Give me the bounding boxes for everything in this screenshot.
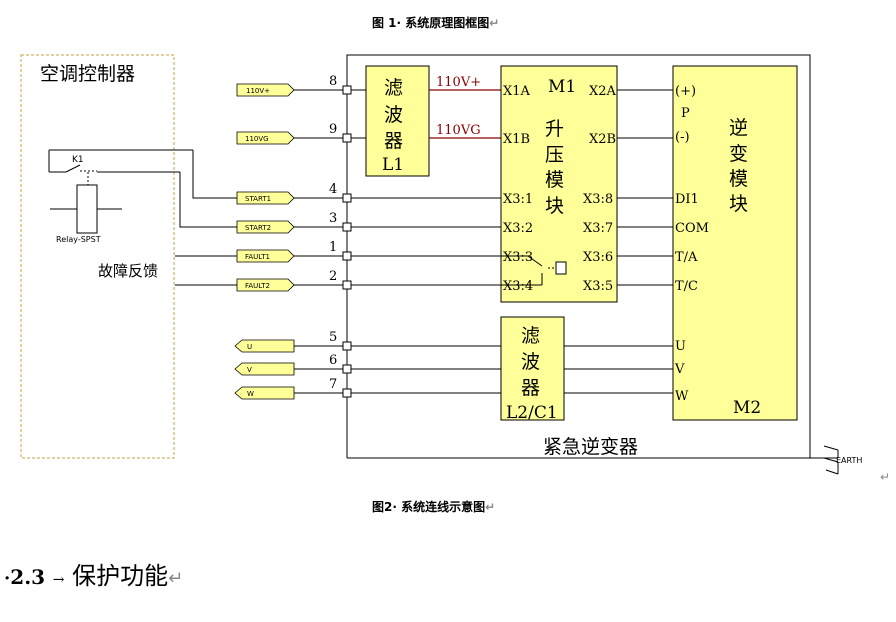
svg-text:110V+: 110V+: [246, 87, 270, 95]
pin-number-2: 2: [329, 269, 337, 284]
earth-icon: [823, 445, 839, 475]
svg-text:L1: L1: [382, 155, 404, 175]
connector-u: U: [234, 339, 295, 353]
svg-text:X2B: X2B: [589, 132, 616, 147]
svg-text:器: 器: [521, 377, 540, 399]
paragraph-mark-right: ↵: [880, 470, 891, 484]
svg-text:W: W: [675, 389, 689, 404]
svg-text:X3:3: X3:3: [503, 250, 533, 265]
svg-text:压: 压: [545, 144, 564, 166]
svg-text:X3:7: X3:7: [583, 221, 613, 236]
svg-text:V: V: [674, 362, 685, 377]
figure-2-caption-text: 图2· 系统连线示意图: [372, 500, 486, 514]
svg-text:P: P: [681, 106, 690, 121]
controller-box: [20, 54, 175, 459]
connector-v: V: [234, 362, 295, 376]
svg-text:滤: 滤: [521, 325, 540, 347]
svg-text:X1A: X1A: [503, 84, 531, 99]
pin-number-4: 4: [329, 182, 337, 197]
svg-text:滤: 滤: [384, 77, 403, 99]
section-heading: ·2.3 → 保护功能↵: [4, 556, 183, 591]
svg-text:逆: 逆: [729, 117, 748, 139]
pin-number-8: 8: [329, 74, 337, 89]
paragraph-mark: ↵: [485, 500, 496, 514]
heading-bullet: ·: [4, 568, 11, 589]
earth-label: EARTH: [836, 456, 862, 465]
relay-ref: K1: [72, 155, 84, 165]
svg-text:(-): (-): [675, 130, 690, 145]
svg-text:X3:8: X3:8: [583, 192, 613, 207]
svg-text:L2/C1: L2/C1: [506, 403, 558, 423]
pin-number-1: 1: [329, 240, 337, 255]
pin-number-5: 5: [329, 330, 337, 345]
connector-start1: START1: [236, 191, 295, 205]
figure-2-caption: 图2· 系统连线示意图↵: [372, 498, 495, 515]
svg-text:X2A: X2A: [589, 84, 617, 99]
svg-text:(+): (+): [675, 84, 696, 99]
relay-symbol: [48, 149, 193, 234]
paragraph-mark: ↵: [168, 568, 184, 589]
svg-text:START2: START2: [245, 224, 271, 232]
svg-text:START1: START1: [245, 195, 271, 203]
svg-text:X1B: X1B: [503, 132, 530, 147]
l1-output-plus-label: 110V+: [436, 75, 481, 90]
svg-text:X3:2: X3:2: [503, 221, 533, 236]
svg-text:U: U: [675, 339, 686, 354]
pin-number-7: 7: [329, 377, 337, 392]
svg-text:DI1: DI1: [675, 192, 699, 207]
connector-fault2: FAULT2: [236, 278, 295, 292]
figure-1-caption-text: 图 1· 系统原理图框图: [372, 16, 490, 30]
svg-text:变: 变: [729, 143, 748, 165]
pin-number-9: 9: [329, 122, 337, 137]
pin-number-3: 3: [329, 211, 337, 226]
filter-l2c1-block: [500, 316, 565, 421]
svg-text:W: W: [247, 390, 254, 398]
paragraph-mark: ↵: [489, 16, 500, 30]
section-title: 保护功能: [72, 562, 169, 590]
svg-text:模: 模: [545, 169, 564, 191]
connector-start2: START2: [236, 220, 295, 234]
relay-type: Relay-SPST: [56, 235, 101, 244]
svg-text:V: V: [247, 366, 252, 374]
svg-text:110VG: 110VG: [245, 135, 269, 143]
svg-text:模: 模: [729, 168, 748, 190]
connector-110vg: 110VG: [236, 131, 295, 145]
fault-feedback-label: 故障反馈: [98, 262, 158, 280]
svg-text:X3:6: X3:6: [583, 250, 613, 265]
figure-1-caption: 图 1· 系统原理图框图↵: [372, 14, 499, 31]
l1-output-g-label: 110VG: [436, 123, 481, 138]
terminal-blocks: [342, 85, 352, 398]
wiring-diagram: 空调控制器 K1 Relay-SPST 故障反馈 110V+ 110VG STA…: [20, 54, 862, 475]
section-number: 2.3: [10, 565, 46, 589]
filter-l1-block: [365, 65, 430, 177]
connector-w: W: [234, 386, 295, 400]
enclosure-title: 紧急逆变器: [543, 436, 638, 458]
svg-text:COM: COM: [675, 221, 709, 236]
heading-arrow: →: [52, 572, 65, 588]
svg-text:波: 波: [521, 351, 540, 373]
pin-number-6: 6: [329, 353, 337, 368]
m1-fault-relay-contact: [501, 255, 567, 286]
svg-text:T/A: T/A: [675, 250, 698, 265]
svg-text:FAULT2: FAULT2: [245, 282, 270, 290]
svg-text:U: U: [247, 343, 252, 351]
svg-text:X3:5: X3:5: [583, 279, 613, 294]
svg-text:X3:1: X3:1: [503, 192, 533, 207]
svg-text:波: 波: [384, 104, 403, 126]
inverter-module-m2: [672, 65, 798, 421]
svg-text:M1: M1: [548, 77, 576, 97]
connector-110v-plus: 110V+: [236, 83, 295, 97]
svg-text:M2: M2: [733, 398, 761, 418]
svg-text:块: 块: [729, 193, 748, 215]
svg-text:T/C: T/C: [675, 279, 698, 294]
connector-fault1: FAULT1: [236, 249, 295, 263]
svg-text:升: 升: [545, 118, 564, 140]
svg-text:块: 块: [545, 195, 564, 217]
svg-text:FAULT1: FAULT1: [245, 253, 270, 261]
svg-text:X3:4: X3:4: [503, 279, 533, 294]
svg-text:器: 器: [384, 130, 403, 152]
controller-title: 空调控制器: [40, 63, 135, 85]
